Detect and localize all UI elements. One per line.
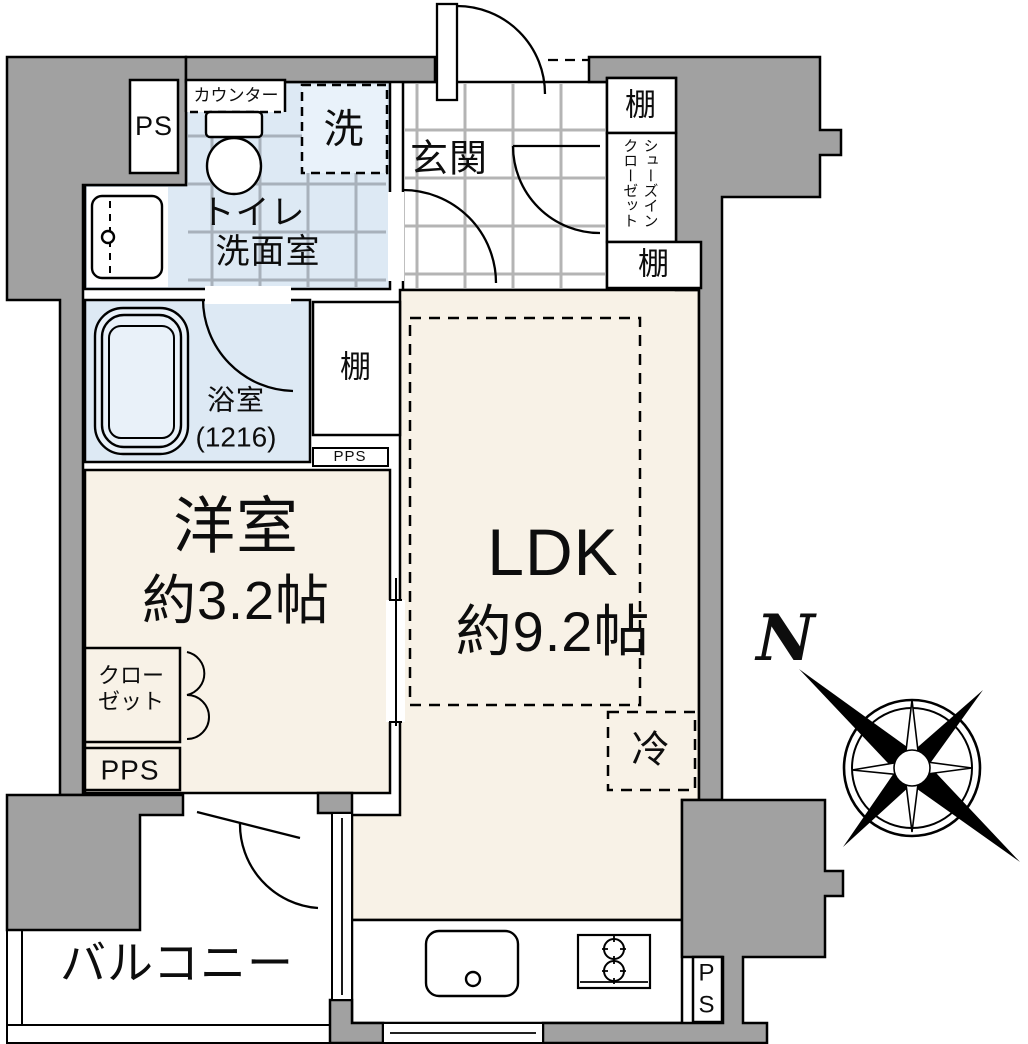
compass-icon	[799, 669, 1020, 862]
ps-top-label: PS	[134, 111, 174, 142]
shelf-box-side	[311, 300, 402, 437]
sink-basin	[424, 929, 520, 998]
kitchen-sink-icon	[424, 929, 520, 998]
ps-box-bottom-right	[691, 955, 724, 1024]
vanity-icon	[90, 194, 164, 280]
bathtub-mid	[100, 313, 183, 449]
counter-label: カウンター	[193, 85, 279, 105]
entrance-door-leaf	[435, 2, 459, 102]
dashed-zones	[408, 316, 697, 792]
balcony-sliding-window	[331, 812, 353, 1001]
washroom-label-line1: トイレ	[200, 193, 306, 232]
shelf-top-label: 棚	[625, 87, 657, 123]
balcony-railing-bottom	[6, 1024, 331, 1044]
washroom-door-opening	[388, 192, 404, 281]
bathroom-label: 浴室	[206, 384, 266, 416]
shelf-side-label: 棚	[340, 349, 372, 385]
shelf-box-2	[605, 240, 703, 290]
shoes-closet-box	[605, 131, 678, 244]
boxes	[83, 76, 724, 1024]
closet-bifold-door	[186, 651, 210, 740]
shoes-closet-label: シューズイン クローゼット	[621, 138, 659, 228]
fridge-dashed-box	[606, 710, 697, 792]
shoe-closet-door-swing	[511, 145, 601, 235]
ldk-size-label: 約9.2帖	[455, 599, 651, 663]
pps-box-bottom-left	[83, 746, 182, 792]
fixtures	[90, 110, 652, 998]
entrance-door-swing	[456, 4, 547, 95]
bathroom-door-swing	[201, 298, 294, 393]
ps-box-top	[128, 78, 180, 175]
wall-top	[184, 55, 437, 84]
western-room-label: 洋室	[172, 492, 300, 562]
closet-label: クロー ゼット	[97, 663, 165, 714]
entrance-label: 玄関	[409, 138, 489, 181]
ldk-label: LDK	[487, 515, 619, 590]
toilet-bowl	[205, 136, 263, 196]
washroom-door-swing	[402, 188, 498, 284]
shelf-2-label: 棚	[638, 246, 670, 282]
stove-icon	[576, 933, 652, 990]
closet-box	[83, 646, 182, 744]
vanity-faucet	[100, 229, 116, 245]
bathtub-icon	[93, 306, 190, 456]
washroom-label-line2: 洗面室	[215, 232, 321, 271]
ps-bottom-right-label: P S	[698, 959, 716, 1019]
compass-north-label: N	[756, 601, 816, 677]
bathtub-inner	[108, 325, 175, 439]
wall-balcony-corner	[5, 793, 185, 932]
doors	[196, 2, 601, 1044]
balcony-door-leaf	[196, 810, 301, 840]
ldk-dashed-zone	[408, 316, 642, 707]
toilet-icon	[204, 110, 264, 196]
entrance-floor	[401, 80, 609, 292]
balcony-door-swing	[238, 821, 319, 910]
western-room-sliding-door	[389, 578, 402, 726]
wall-segment-balcony-door	[316, 791, 354, 815]
entrance-floor-grid	[405, 84, 605, 288]
stove-burner-ticks	[580, 936, 648, 984]
pps-box-mid	[312, 447, 389, 467]
bathroom-size-label: (1216)	[195, 421, 277, 453]
balcony-label: バルコニー	[59, 936, 295, 989]
pps-bottom-left-label: PPS	[100, 754, 160, 786]
pps-mid-label: PPS	[333, 448, 367, 466]
wall-openings	[205, 192, 405, 722]
bathtub-outer	[93, 306, 190, 456]
bathroom-door-opening	[205, 286, 291, 304]
sink-drain	[464, 970, 482, 988]
compass-hub	[893, 749, 931, 787]
fridge-label: 冷	[631, 729, 671, 772]
shelf-box-top	[605, 76, 678, 135]
washer-label: 洗	[323, 107, 365, 152]
washroom-floor-grid	[188, 114, 386, 287]
counter-box	[184, 78, 287, 112]
kitchen-window	[382, 1022, 544, 1044]
western-room-size-label: 約3.2帖	[141, 571, 331, 632]
washer-box	[300, 83, 389, 175]
toilet-tank	[204, 110, 264, 139]
